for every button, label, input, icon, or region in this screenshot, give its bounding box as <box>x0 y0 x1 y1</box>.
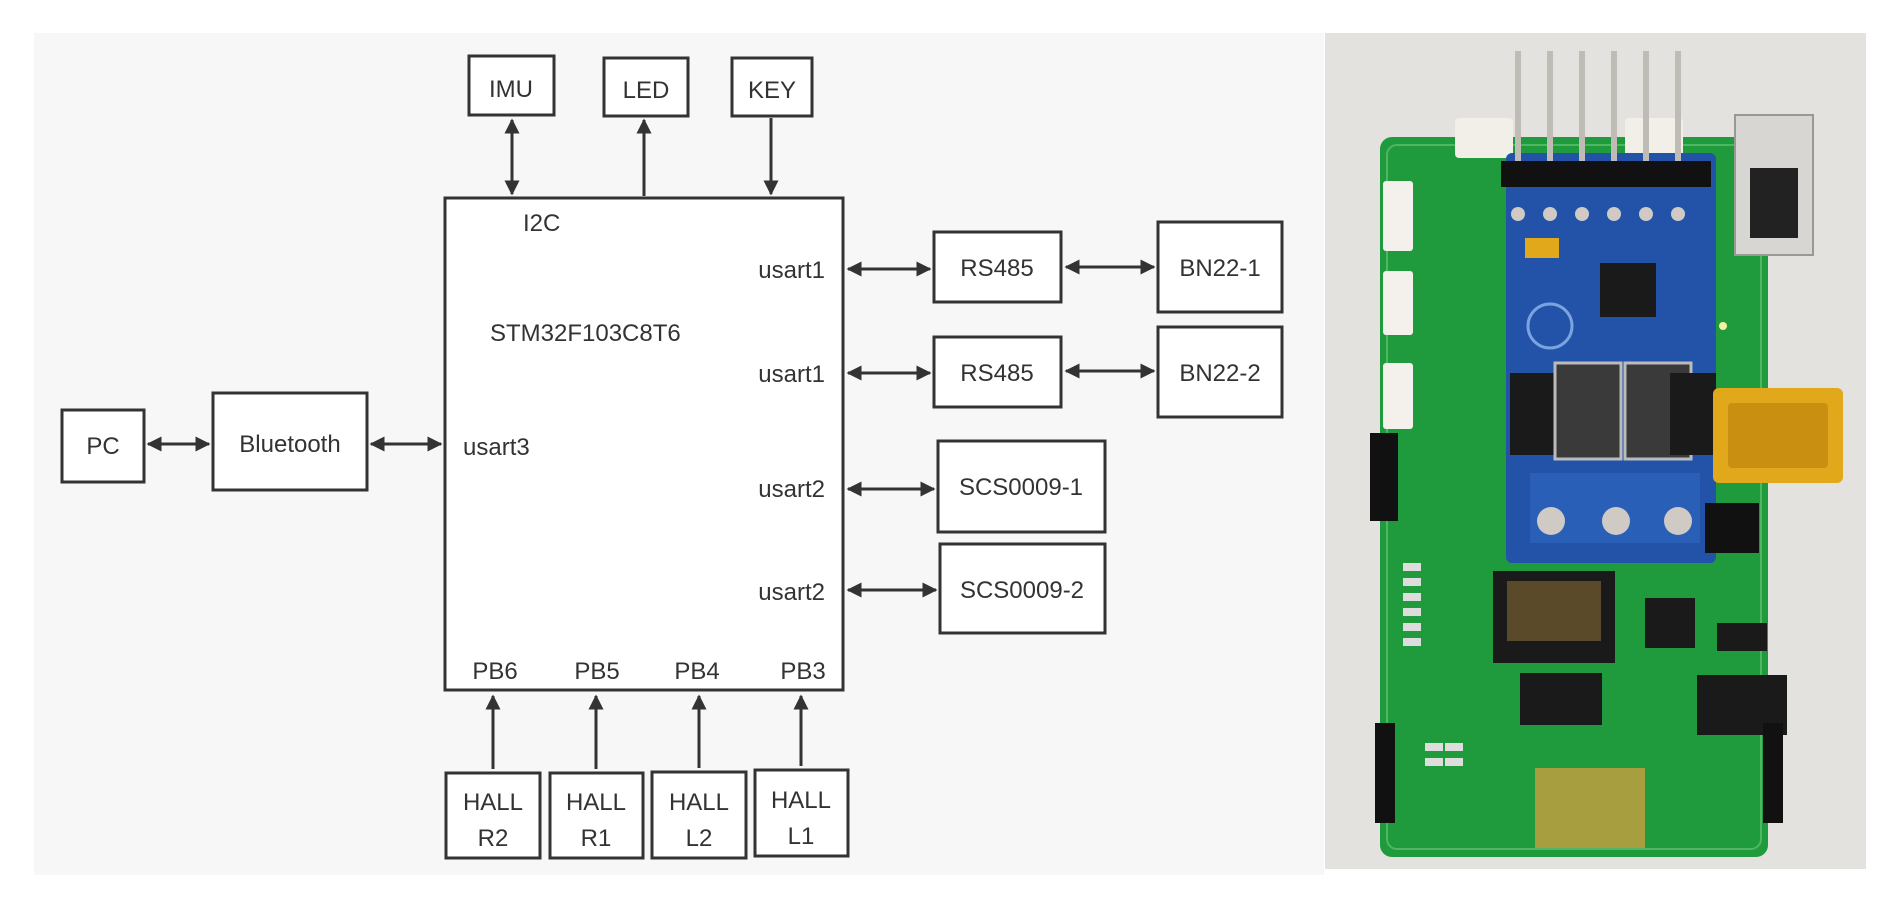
svg-text:L2: L2 <box>686 825 713 852</box>
hall-l1-block: HALL L1 <box>753 768 850 858</box>
imu-block <box>467 54 556 117</box>
scs0009-2-block <box>938 542 1107 635</box>
scs0009-1-label: SCS0009-1 <box>959 474 1083 501</box>
hall-r1-block: HALL R1 <box>548 771 645 860</box>
rs485-label-1: RS485 <box>960 255 1033 282</box>
port-usart2-b-label: usart2 <box>758 579 825 606</box>
svg-text:HALL: HALL <box>566 789 626 816</box>
mcu-name: STM32F103C8T6 <box>490 320 681 347</box>
hall-l2-block: HALL L2 <box>650 770 748 860</box>
pcb-photo <box>1325 33 1866 869</box>
port-usart3-label: usart3 <box>463 434 530 461</box>
svg-text:R2: R2 <box>478 825 509 852</box>
block-diagram: STM32F103C8T6 I2C usart3 usart1 usart1 u… <box>60 54 1284 860</box>
svg-text:HALL: HALL <box>463 789 523 816</box>
port-pb4-label: PB4 <box>674 658 719 685</box>
port-usart1-a-label: usart1 <box>758 257 825 284</box>
pc-label: PC <box>86 433 119 460</box>
led-block <box>602 56 690 118</box>
svg-text:R1: R1 <box>581 825 612 852</box>
port-usart2-a-label: usart2 <box>758 476 825 503</box>
bluetooth-block <box>211 391 369 492</box>
hall-r2-block: HALL R2 <box>444 771 542 860</box>
led-label: LED <box>623 77 670 104</box>
port-pb3-label: PB3 <box>780 658 825 685</box>
mcu-block <box>443 196 845 692</box>
scs0009-2-label: SCS0009-2 <box>960 577 1084 604</box>
rs485-block-1 <box>932 230 1063 304</box>
svg-text:L1: L1 <box>788 823 815 850</box>
key-block <box>730 56 814 118</box>
svg-text:HALL: HALL <box>669 789 729 816</box>
port-pb6-label: PB6 <box>472 658 517 685</box>
bluetooth-label: Bluetooth <box>239 431 340 458</box>
rs485-label-2: RS485 <box>960 360 1033 387</box>
rs485-block-2 <box>932 335 1063 409</box>
key-label: KEY <box>748 77 796 104</box>
i2c-label: I2C <box>523 210 560 237</box>
bn22-2-label: BN22-2 <box>1179 360 1260 387</box>
bn22-1-label: BN22-1 <box>1179 255 1260 282</box>
imu-label: IMU <box>489 76 533 103</box>
block-diagram-panel: STM32F103C8T6 I2C usart3 usart1 usart1 u… <box>34 33 1324 875</box>
port-pb5-label: PB5 <box>574 658 619 685</box>
bn22-2-block <box>1156 325 1284 419</box>
scs0009-1-block <box>936 439 1107 534</box>
pc-block <box>60 408 146 484</box>
pcb-board-photo <box>1325 33 1866 869</box>
port-usart1-b-label: usart1 <box>758 361 825 388</box>
bn22-1-block <box>1156 220 1284 314</box>
svg-text:HALL: HALL <box>771 787 831 814</box>
